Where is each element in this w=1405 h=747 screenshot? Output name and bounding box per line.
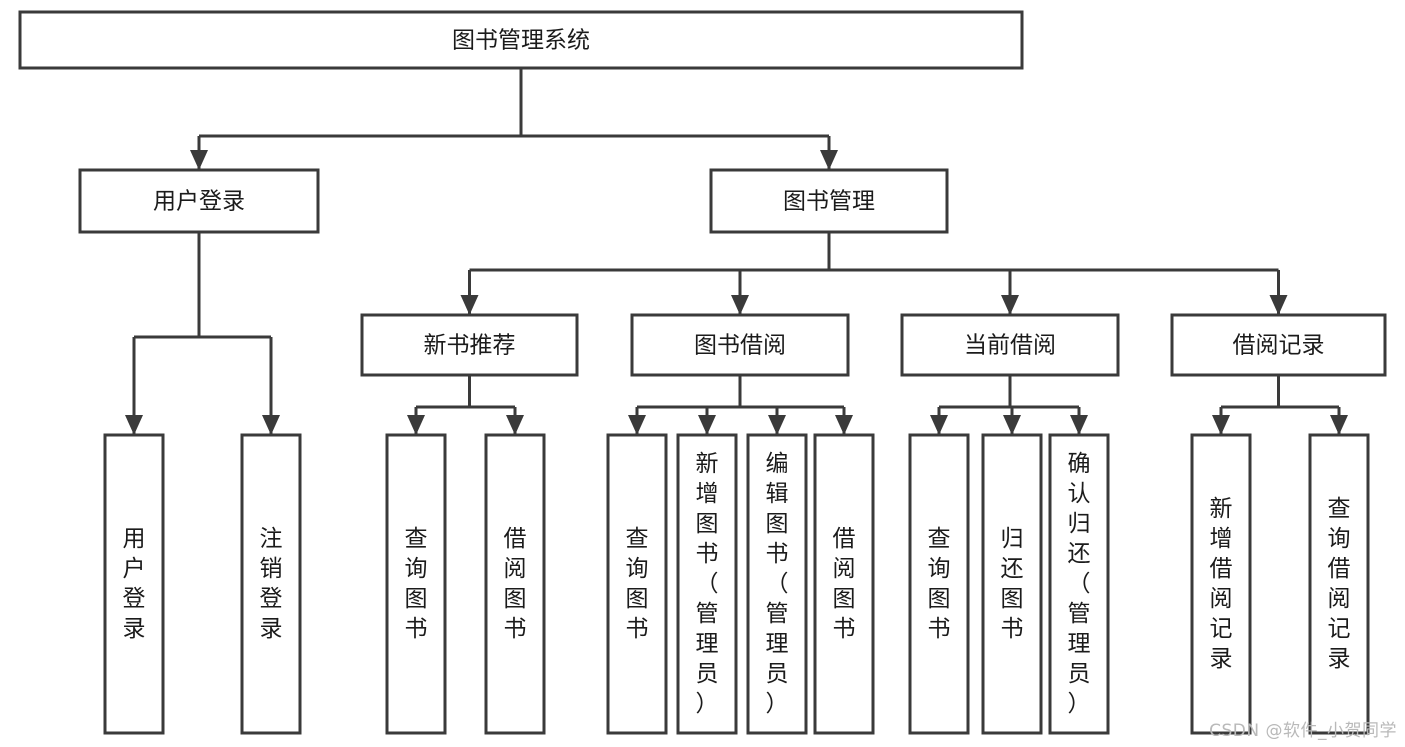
node-label: 查询图书	[405, 526, 428, 642]
node-leaf-b-borrow[interactable]: 借阅图书	[813, 433, 875, 735]
node-box[interactable]	[900, 313, 1120, 377]
node-l2-book-mgmt[interactable]: 图书管理	[709, 168, 949, 234]
node-leaf-c-confirm[interactable]: 确认归还（管理员）	[1048, 433, 1110, 735]
node-box[interactable]	[240, 433, 302, 735]
node-box[interactable]	[1190, 433, 1252, 735]
node-label: 借阅记录	[1233, 333, 1325, 359]
node-label: 图书借阅	[694, 333, 786, 359]
arrowhead-icon	[820, 150, 838, 170]
connector-group	[197, 68, 831, 170]
arrowhead-icon	[190, 150, 208, 170]
node-leaf-b-query[interactable]: 查询图书	[606, 433, 668, 735]
node-l3-records[interactable]: 借阅记录	[1170, 313, 1387, 377]
node-box[interactable]	[676, 433, 738, 735]
node-leaf-nb-query[interactable]: 查询图书	[385, 433, 447, 735]
node-box[interactable]	[709, 168, 949, 234]
node-label: 新增借阅记录	[1210, 496, 1233, 672]
node-leaf-c-query[interactable]: 查询图书	[908, 433, 970, 735]
node-box[interactable]	[103, 433, 165, 735]
node-leaf-nb-borrow[interactable]: 借阅图书	[484, 433, 546, 735]
arrowhead-icon	[407, 415, 425, 435]
node-leaf-r-add[interactable]: 新增借阅记录	[1190, 433, 1252, 735]
node-box[interactable]	[1308, 433, 1370, 735]
node-leaf-r-query[interactable]: 查询借阅记录	[1308, 433, 1370, 735]
node-label: 用户登录	[123, 526, 146, 642]
csdn-watermark: CSDN @软件_小贺同学	[1209, 721, 1397, 741]
connector-group	[132, 232, 273, 435]
node-box[interactable]	[484, 433, 546, 735]
arrowhead-icon	[731, 295, 749, 315]
arrowhead-icon	[930, 415, 948, 435]
node-box[interactable]	[981, 433, 1043, 735]
node-l2-user-login[interactable]: 用户登录	[78, 168, 320, 234]
arrowhead-icon	[1003, 415, 1021, 435]
node-leaf-b-edit[interactable]: 编辑图书（管理员）	[746, 433, 808, 735]
arrowhead-icon	[262, 415, 280, 435]
nodes-layer: 图书管理系统用户登录图书管理新书推荐图书借阅当前借阅借阅记录用户登录注销登录查询…	[18, 10, 1387, 735]
node-leaf-logout[interactable]: 注销登录	[240, 433, 302, 735]
node-box[interactable]	[1048, 433, 1110, 735]
node-l3-current[interactable]: 当前借阅	[900, 313, 1120, 377]
node-label: 新增图书（管理员）	[696, 451, 719, 717]
node-label: 查询图书	[928, 526, 951, 642]
node-box[interactable]	[630, 313, 850, 377]
node-box[interactable]	[1170, 313, 1387, 377]
node-label: 新书推荐	[424, 333, 516, 359]
node-box[interactable]	[606, 433, 668, 735]
arrowhead-icon	[460, 295, 479, 315]
node-l3-new-book[interactable]: 新书推荐	[360, 313, 579, 377]
node-leaf-c-return[interactable]: 归还图书	[981, 433, 1043, 735]
node-box[interactable]	[385, 433, 447, 735]
node-box[interactable]	[813, 433, 875, 735]
node-leaf-user-login[interactable]: 用户登录	[103, 433, 165, 735]
node-label: 当前借阅	[964, 333, 1056, 359]
arrowhead-icon	[698, 415, 716, 435]
node-label: 编辑图书（管理员）	[766, 451, 789, 717]
arrowhead-icon	[1330, 415, 1348, 435]
node-label: 借阅图书	[833, 526, 856, 642]
connector-group	[1219, 375, 1341, 435]
arrowhead-icon	[1212, 415, 1230, 435]
node-box[interactable]	[908, 433, 970, 735]
node-box[interactable]	[360, 313, 579, 377]
node-label: 注销登录	[260, 526, 283, 642]
node-label: 借阅图书	[504, 526, 527, 642]
node-label: 图书管理	[783, 189, 875, 215]
node-box[interactable]	[746, 433, 808, 735]
arrowhead-icon	[768, 415, 786, 435]
arrowhead-icon	[506, 415, 524, 435]
arrowhead-icon	[1001, 295, 1019, 315]
node-box[interactable]	[78, 168, 320, 234]
node-l3-borrow[interactable]: 图书借阅	[630, 313, 850, 377]
node-label: 归还图书	[1001, 526, 1024, 642]
node-root[interactable]: 图书管理系统	[18, 10, 1024, 70]
node-label: 用户登录	[153, 189, 245, 215]
arrowhead-icon	[1269, 295, 1288, 315]
node-label: 查询借阅记录	[1328, 496, 1351, 672]
connector-group	[414, 375, 517, 435]
connector-group	[468, 232, 1280, 315]
connectors-layer	[125, 68, 1348, 435]
arrowhead-icon	[628, 415, 646, 435]
arrowhead-icon	[835, 415, 853, 435]
node-leaf-b-add[interactable]: 新增图书（管理员）	[676, 433, 738, 735]
node-label: 查询图书	[626, 526, 649, 642]
node-box[interactable]	[18, 10, 1024, 70]
node-label: 确认归还（管理员）	[1068, 451, 1091, 717]
arrowhead-icon	[125, 415, 143, 435]
node-label: 图书管理系统	[452, 28, 590, 54]
arrowhead-icon	[1070, 415, 1088, 435]
connector-group	[635, 375, 846, 435]
